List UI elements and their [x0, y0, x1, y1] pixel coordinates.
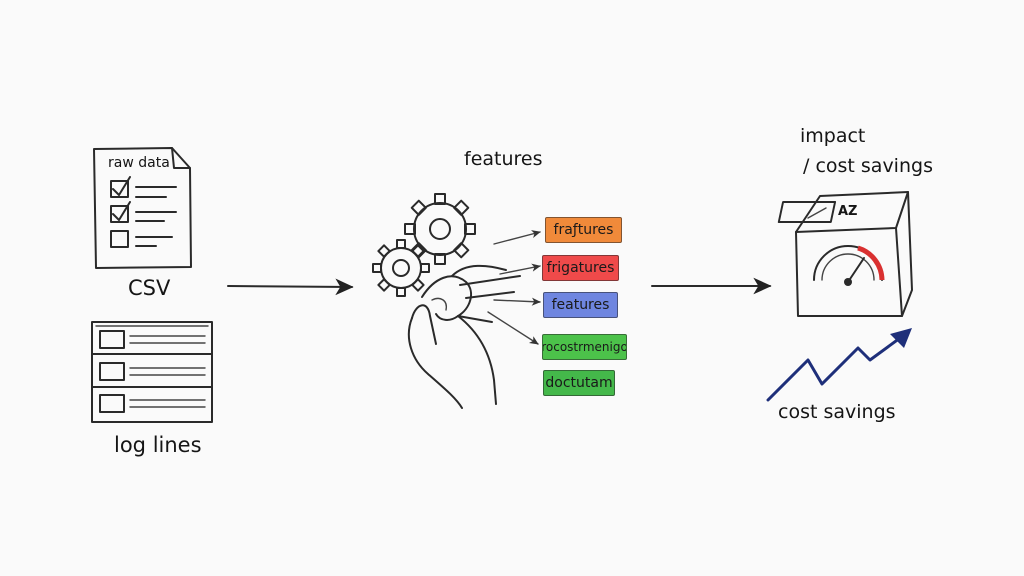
- gear-small-icon: [372, 239, 430, 297]
- features-title: features: [464, 148, 543, 170]
- arrow-source-to-features: [227, 278, 354, 296]
- cost-trend-arrow-icon: [766, 336, 902, 402]
- feature-tag-2: frigatures: [542, 255, 619, 281]
- impact-box-label: AZ: [838, 204, 858, 219]
- feature-tag-3-label: features: [551, 297, 610, 313]
- feature-tag-1-label: fraƒtures: [553, 222, 614, 238]
- feature-arrows: [487, 230, 541, 345]
- impact-box-icon: [777, 191, 913, 317]
- csv-label: CSV: [128, 276, 171, 300]
- cost-savings-label: cost savings: [778, 401, 896, 423]
- log-lines-panel-icon: [91, 321, 213, 423]
- feature-tag-5-label: doctutam: [545, 375, 613, 391]
- feature-tag-2-label: frigatures: [546, 260, 615, 276]
- raw-data-document-icon: [93, 147, 192, 269]
- feature-tag-4-label: rocostrmenigo: [542, 340, 627, 354]
- cost-trend-arrowhead-icon: [890, 328, 912, 348]
- impact-title-line2: / cost savings: [803, 155, 933, 177]
- feature-tag-1: fraƒtures: [545, 217, 622, 243]
- feature-tag-4: rocostrmenigo: [542, 334, 627, 360]
- hand-icon: [407, 264, 521, 409]
- log-lines-label: log lines: [114, 433, 202, 457]
- feature-tag-3: features: [543, 292, 618, 318]
- impact-title-line1: impact: [800, 125, 866, 147]
- feature-tag-5: doctutam: [543, 370, 615, 396]
- raw-data-label: raw data: [108, 155, 170, 171]
